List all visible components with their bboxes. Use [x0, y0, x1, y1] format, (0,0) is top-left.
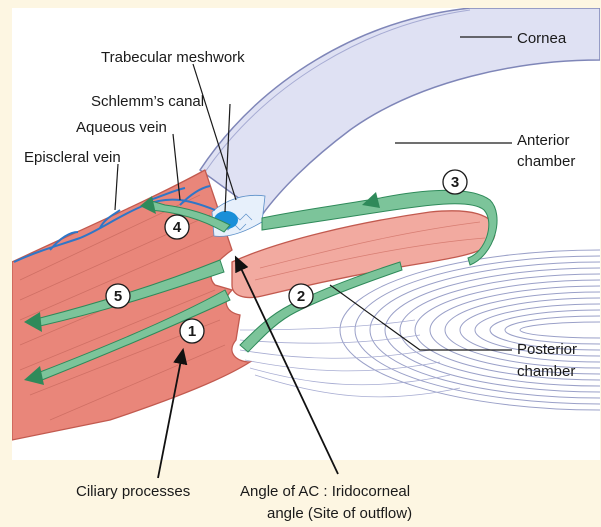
- svg-text:1: 1: [188, 323, 196, 340]
- marker-2: 2: [289, 284, 313, 308]
- marker-1: 1: [180, 319, 204, 343]
- label-anterior-chamber-2: chamber: [517, 153, 575, 170]
- label-cornea: Cornea: [517, 30, 567, 47]
- label-anterior-chamber: Anterior: [517, 132, 570, 149]
- svg-text:4: 4: [173, 219, 182, 236]
- label-episcleral-vein: Episcleral vein: [24, 149, 121, 166]
- label-posterior-chamber-2: chamber: [517, 363, 575, 380]
- label-ciliary-processes: Ciliary processes: [76, 483, 190, 500]
- svg-text:3: 3: [451, 174, 459, 191]
- label-schlemms-canal: Schlemm’s canal: [91, 93, 204, 110]
- label-angle-outflow: angle (Site of outflow): [267, 505, 412, 522]
- svg-text:5: 5: [114, 288, 122, 305]
- svg-text:2: 2: [297, 288, 305, 305]
- label-aqueous-vein: Aqueous vein: [76, 119, 167, 136]
- marker-3: 3: [443, 170, 467, 194]
- label-angle-of-ac: Angle of AC : Iridocorneal: [240, 483, 410, 500]
- marker-5: 5: [106, 284, 130, 308]
- marker-4: 4: [165, 215, 189, 239]
- label-posterior-chamber: Posterior: [517, 341, 577, 358]
- label-trabecular-meshwork: Trabecular meshwork: [101, 49, 245, 66]
